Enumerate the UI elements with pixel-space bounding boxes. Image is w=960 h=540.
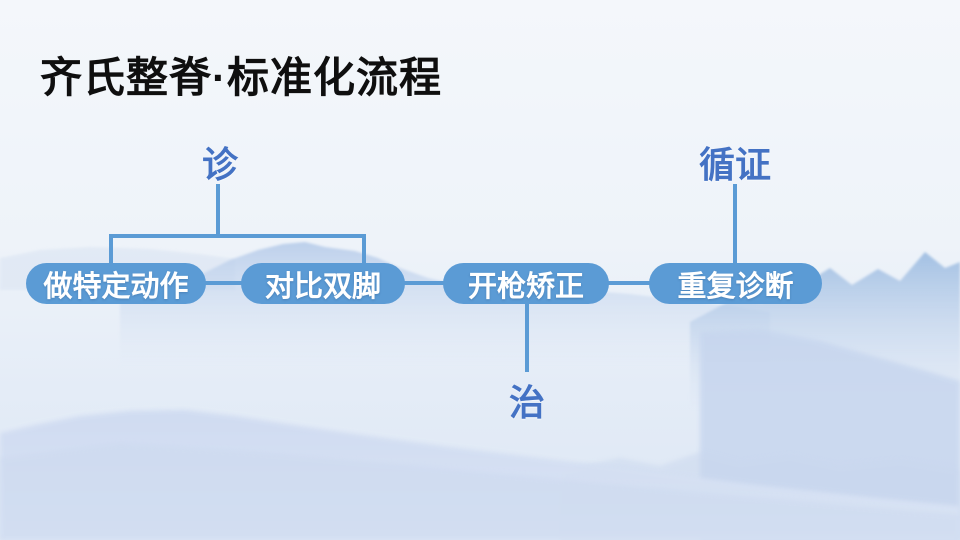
connector-treat-stem xyxy=(525,303,529,372)
connector-step3-step4 xyxy=(607,281,651,285)
connector-evidence-stem xyxy=(733,184,737,265)
connector-diagnose-stem xyxy=(216,184,220,238)
stage-label-evidence: 循证 xyxy=(698,144,772,185)
connector-bracket-right-drop xyxy=(362,234,366,265)
connector-bracket-left-drop xyxy=(109,234,113,265)
slide-title: 齐氏整脊·标准化流程 xyxy=(40,54,442,101)
connector-step1-step2 xyxy=(204,281,243,285)
stage-label-treat: 治 xyxy=(508,382,546,423)
stage-label-diagnose: 诊 xyxy=(201,144,239,185)
step-box-specific-action: 做特定动作 xyxy=(26,263,206,304)
step-box-repeat-diagnosis: 重复诊断 xyxy=(649,263,822,304)
connector-step2-step3 xyxy=(403,281,445,285)
connector-diagnose-bracket xyxy=(109,234,366,238)
step-box-compare-feet: 对比双脚 xyxy=(241,263,405,304)
step-box-gun-correction: 开枪矫正 xyxy=(443,263,609,304)
